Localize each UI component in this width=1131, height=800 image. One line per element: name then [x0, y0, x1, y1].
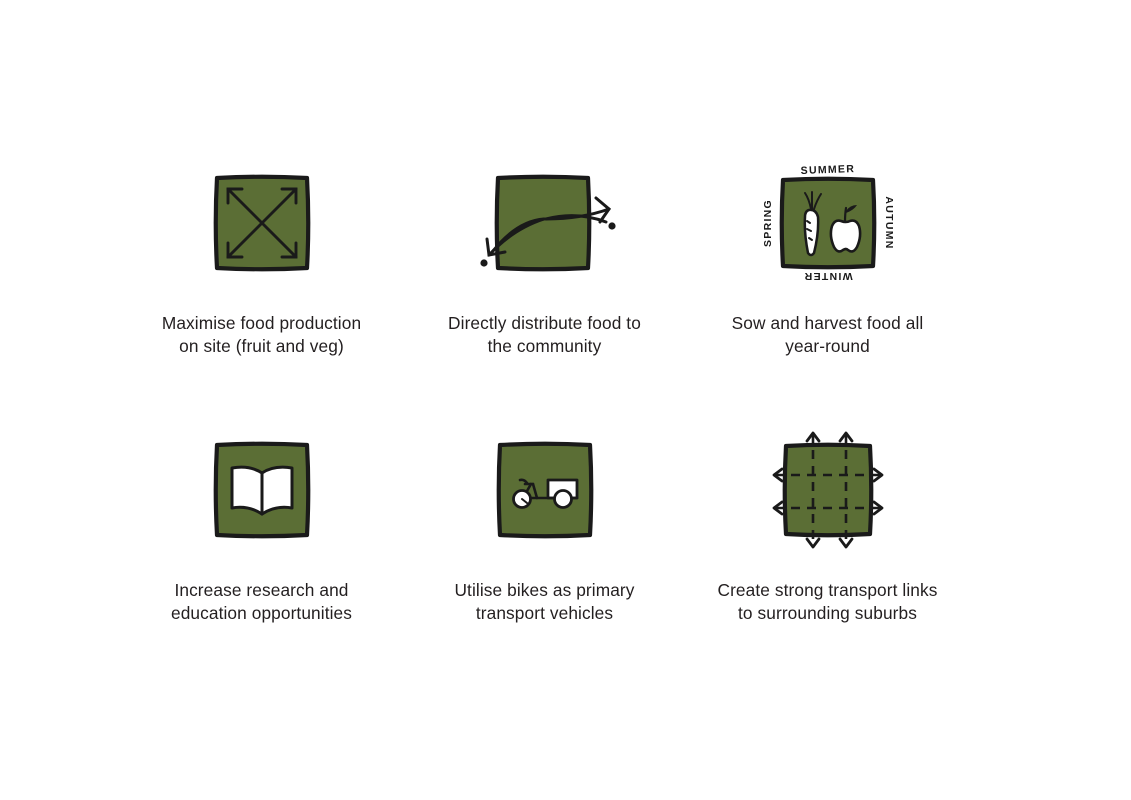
- caption-increase-research-education: Increase research and education opportun…: [170, 580, 352, 623]
- caption-maximise-food-production: Maximise food production on site (fruit …: [161, 313, 362, 356]
- season-label-right: AUTUMN: [883, 196, 895, 249]
- square-open-book-icon: [182, 427, 342, 552]
- card-utilise-bikes-transport[interactable]: Utilise bikes as primary transport vehic…: [403, 427, 686, 694]
- card-increase-research-education[interactable]: Increase research and education opportun…: [120, 427, 403, 694]
- caption-utilise-bikes-transport: Utilise bikes as primary transport vehic…: [454, 580, 635, 623]
- icon-grid: Maximise food production on site (fruit …: [120, 160, 1020, 694]
- card-directly-distribute-food[interactable]: Directly distribute food to the communit…: [403, 160, 686, 427]
- caption-sow-and-harvest-year-round: Sow and harvest food all year-round: [731, 313, 924, 356]
- caption-directly-distribute-food: Directly distribute food to the communit…: [448, 313, 641, 356]
- caption-create-transport-links: Create strong transport links to surroun…: [717, 580, 938, 623]
- card-maximise-food-production[interactable]: Maximise food production on site (fruit …: [120, 160, 403, 427]
- season-label-top: SUMMER: [800, 163, 855, 177]
- square-seasons-produce-icon: SUMMER AUTUMN WINTER SPRING: [748, 160, 908, 285]
- square-diagonal-arrows-icon: [182, 160, 342, 285]
- square-cargo-bike-icon: [465, 427, 625, 552]
- square-curved-arrows-icon: [465, 160, 625, 285]
- card-create-transport-links[interactable]: Create strong transport links to surroun…: [686, 427, 969, 694]
- square-grid-outward-arrows-icon: [748, 427, 908, 552]
- card-sow-and-harvest-year-round[interactable]: SUMMER AUTUMN WINTER SPRING Sow and harv…: [686, 160, 969, 427]
- season-label-left: SPRING: [762, 198, 774, 246]
- season-label-bottom: WINTER: [803, 270, 852, 282]
